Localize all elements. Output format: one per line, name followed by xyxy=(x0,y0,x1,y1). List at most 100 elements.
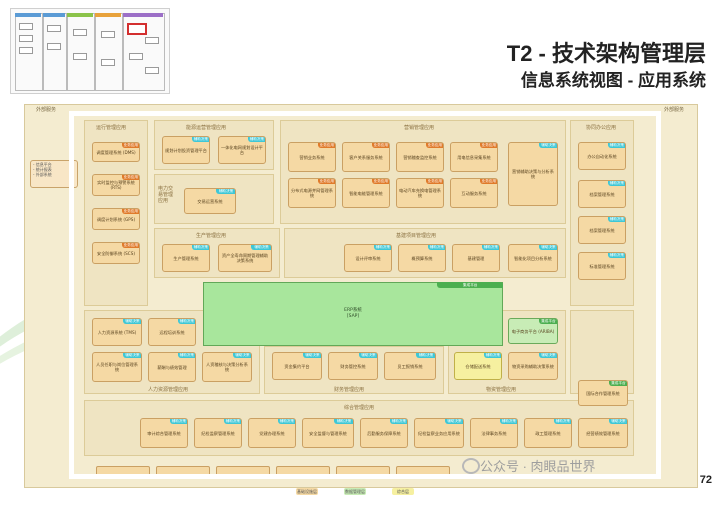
thumb-cell xyxy=(145,37,159,44)
module-tag: 辅助决策 xyxy=(607,143,625,148)
module-box[interactable]: 业务应用客户关系服务系统 xyxy=(342,142,390,172)
wechat-icon xyxy=(462,458,480,474)
module-box[interactable]: 辅助决策营销辅助决策与分析系统 xyxy=(508,142,558,206)
module-label: 实时监控与预警系统 (RTS) xyxy=(97,180,135,190)
module-tag: 辅助决策 xyxy=(122,319,141,324)
module-tag: 辅助决策 xyxy=(122,353,141,358)
module-box[interactable]: 业务应用实时监控与预警系统 (RTS) xyxy=(92,174,140,196)
module-label: 营销辅助决策与分析系统 xyxy=(512,169,554,179)
group-label: 生产管理应用 xyxy=(196,233,227,239)
module-label: 档案管理系统 xyxy=(589,227,615,233)
module-box[interactable]: 辅助决策仓储配送系统 xyxy=(454,352,502,380)
module-box[interactable]: 辅助决策财务管控系统 xyxy=(328,352,378,380)
module-box[interactable]: 辅助决策一体化电网规划设计平台 xyxy=(218,136,266,164)
module-box[interactable]: 辅助决策人力资源系统 (TMS) xyxy=(92,318,142,346)
module-box[interactable]: 辅助决策员工报销系统 xyxy=(384,352,436,380)
module-box[interactable]: 辅助决策规划计划投资管理平台 xyxy=(162,136,210,164)
module-label: 资产全寿命周期管理辅助决策系统 xyxy=(221,253,269,263)
module-box[interactable]: 辅助决策经营绩效管理系统 xyxy=(578,418,628,448)
module-tag: 辅助决策 xyxy=(177,353,195,358)
module-box[interactable]: 辅助决策档案管理系统 xyxy=(578,180,626,208)
module-box[interactable]: 辅助决策设计评审系统 xyxy=(344,244,392,272)
module-box[interactable]: 辅助决策安全监督与管理系统 xyxy=(302,418,354,448)
module-box[interactable]: 辅助决策纪检监察管理系统 xyxy=(194,418,242,448)
module-tag: 辅助决策 xyxy=(481,245,499,250)
module-tag: 辅助决策 xyxy=(538,245,557,250)
module-box[interactable]: 辅助决策基建管理 xyxy=(452,244,500,272)
module-box[interactable]: 集成平台电子商务平台 (ARIBA) xyxy=(508,318,558,344)
module-tag: 辅助决策 xyxy=(483,353,501,358)
module-tag: 辅助决策 xyxy=(277,419,295,424)
group-label: 能源运营管理应用 xyxy=(186,125,227,131)
module-box[interactable]: 辅助决策人员任职与岗位管理系统 xyxy=(92,352,142,382)
module-box[interactable]: 辅助决策后勤服务保障系统 xyxy=(360,418,408,448)
module-label: 资金集约平台 xyxy=(284,363,310,369)
module-box[interactable]: 业务应用调度管理系统 (DMS) xyxy=(92,142,140,162)
module-box[interactable]: 辅助决策物资采购辅助决策系统 xyxy=(508,352,558,380)
module-box[interactable]: 辅助决策纪检监察业务应用系统 xyxy=(414,418,464,448)
module-box[interactable]: 业务应用电动汽车充换电管理系统 xyxy=(396,178,444,208)
module-box[interactable]: 辅助决策资产全寿命周期管理辅助决策系统 xyxy=(218,244,272,272)
thumb-bar xyxy=(95,13,121,17)
module-box[interactable]: 辅助决策生产管理系统 xyxy=(162,244,210,272)
side-item: - 统计报表 xyxy=(33,167,52,172)
module-box[interactable]: 辅助决策政工管理系统 xyxy=(524,418,572,448)
module-tag: 辅助决策 xyxy=(608,419,627,424)
module-tag: 辅助决策 xyxy=(358,353,377,358)
module-box[interactable]: 辅助决策审计综合管理系统 xyxy=(140,418,188,448)
frame-label-left: 外部服务 xyxy=(36,107,57,113)
module-box[interactable]: 业务应用调度计划系统 (GPS) xyxy=(92,208,140,230)
thumb-cell xyxy=(47,43,61,50)
module-tag: 辅助决策 xyxy=(389,419,407,424)
module-tag: 业务应用 xyxy=(371,179,389,184)
module-box[interactable]: 业务应用用电信息采集系统 xyxy=(450,142,498,172)
module-tag: 辅助决策 xyxy=(444,419,463,424)
erp-sublabel: [SAP] xyxy=(346,314,360,319)
module-box[interactable]: 辅助决策交易运营系统 xyxy=(184,188,236,214)
module-box[interactable]: 辅助决策办公自动化系统 xyxy=(578,142,626,170)
module-box[interactable]: 辅助决策党建办理系统 xyxy=(248,418,296,448)
module-box[interactable]: 集成平台国际合作管理系统 xyxy=(578,380,628,406)
module-box[interactable]: 业务应用互动服务系统 xyxy=(450,178,498,208)
module-box[interactable]: 辅助决策法律事务系统 xyxy=(470,418,518,448)
module-box[interactable]: 辅助决策薪酬与绩效管理 xyxy=(148,352,196,382)
module-tag: 辅助决策 xyxy=(191,137,209,142)
thumb-cell xyxy=(47,25,61,32)
page-subtitle: 信息系统视图 - 应用系统 xyxy=(520,71,706,90)
module-label: 法律事务系统 xyxy=(481,430,507,436)
thumb-cell xyxy=(19,35,33,42)
module-label: 经营绩效管理系统 xyxy=(586,430,620,436)
module-box[interactable]: 辅助决策智能化项目分析系统 xyxy=(508,244,558,272)
module-label: 客户关系服务系统 xyxy=(349,154,383,160)
erp-system[interactable]: 集成平台 ERP系统 [SAP] xyxy=(203,282,503,346)
module-tag: 集成平台 xyxy=(538,319,557,324)
module-box[interactable]: 辅助决策资金集约平台 xyxy=(272,352,322,380)
module-tag: 辅助决策 xyxy=(191,245,209,250)
module-label: 后勤服务保障系统 xyxy=(367,430,401,436)
module-label: 档案管理系统 xyxy=(589,191,615,197)
thumb-cell xyxy=(101,59,115,66)
module-label: 远程培训系统 xyxy=(159,329,185,335)
module-label: 调度计划系统 (GPS) xyxy=(96,216,136,222)
module-box[interactable]: 业务应用安全防御系统 (SCS) xyxy=(92,242,140,264)
module-box[interactable]: 业务应用分布式电源并网管理系统 xyxy=(288,178,336,208)
module-box[interactable]: 辅助决策远程培训系统 xyxy=(148,318,196,346)
thumb-bar xyxy=(123,13,163,17)
module-box[interactable]: 辅助决策标准管理系统 xyxy=(578,252,626,280)
module-tag: 辅助决策 xyxy=(251,245,271,250)
thumb-bar xyxy=(43,13,65,17)
module-label: 员工报销系统 xyxy=(397,363,423,369)
module-box[interactable]: 辅助决策人资稽核与决策分析系统 xyxy=(202,352,252,382)
module-box[interactable]: 业务应用智能电能管理系统 xyxy=(342,178,390,208)
thumb-cell xyxy=(19,23,33,30)
navigation-thumbnail[interactable] xyxy=(10,8,170,94)
module-tag: 业务应用 xyxy=(121,209,139,214)
group-label: 营销管理应用 xyxy=(404,125,435,131)
module-tag: 辅助决策 xyxy=(373,245,391,250)
module-box[interactable]: 业务应用营销稽查监控系统 xyxy=(396,142,444,172)
module-label: 营销稽查监控系统 xyxy=(403,154,437,160)
module-box[interactable]: 辅助决策档案管理系统 xyxy=(578,216,626,244)
thumb-column xyxy=(95,13,123,91)
module-box[interactable]: 业务应用营销业务系统 xyxy=(288,142,336,172)
module-box[interactable]: 辅助决策概预算系统 xyxy=(398,244,446,272)
